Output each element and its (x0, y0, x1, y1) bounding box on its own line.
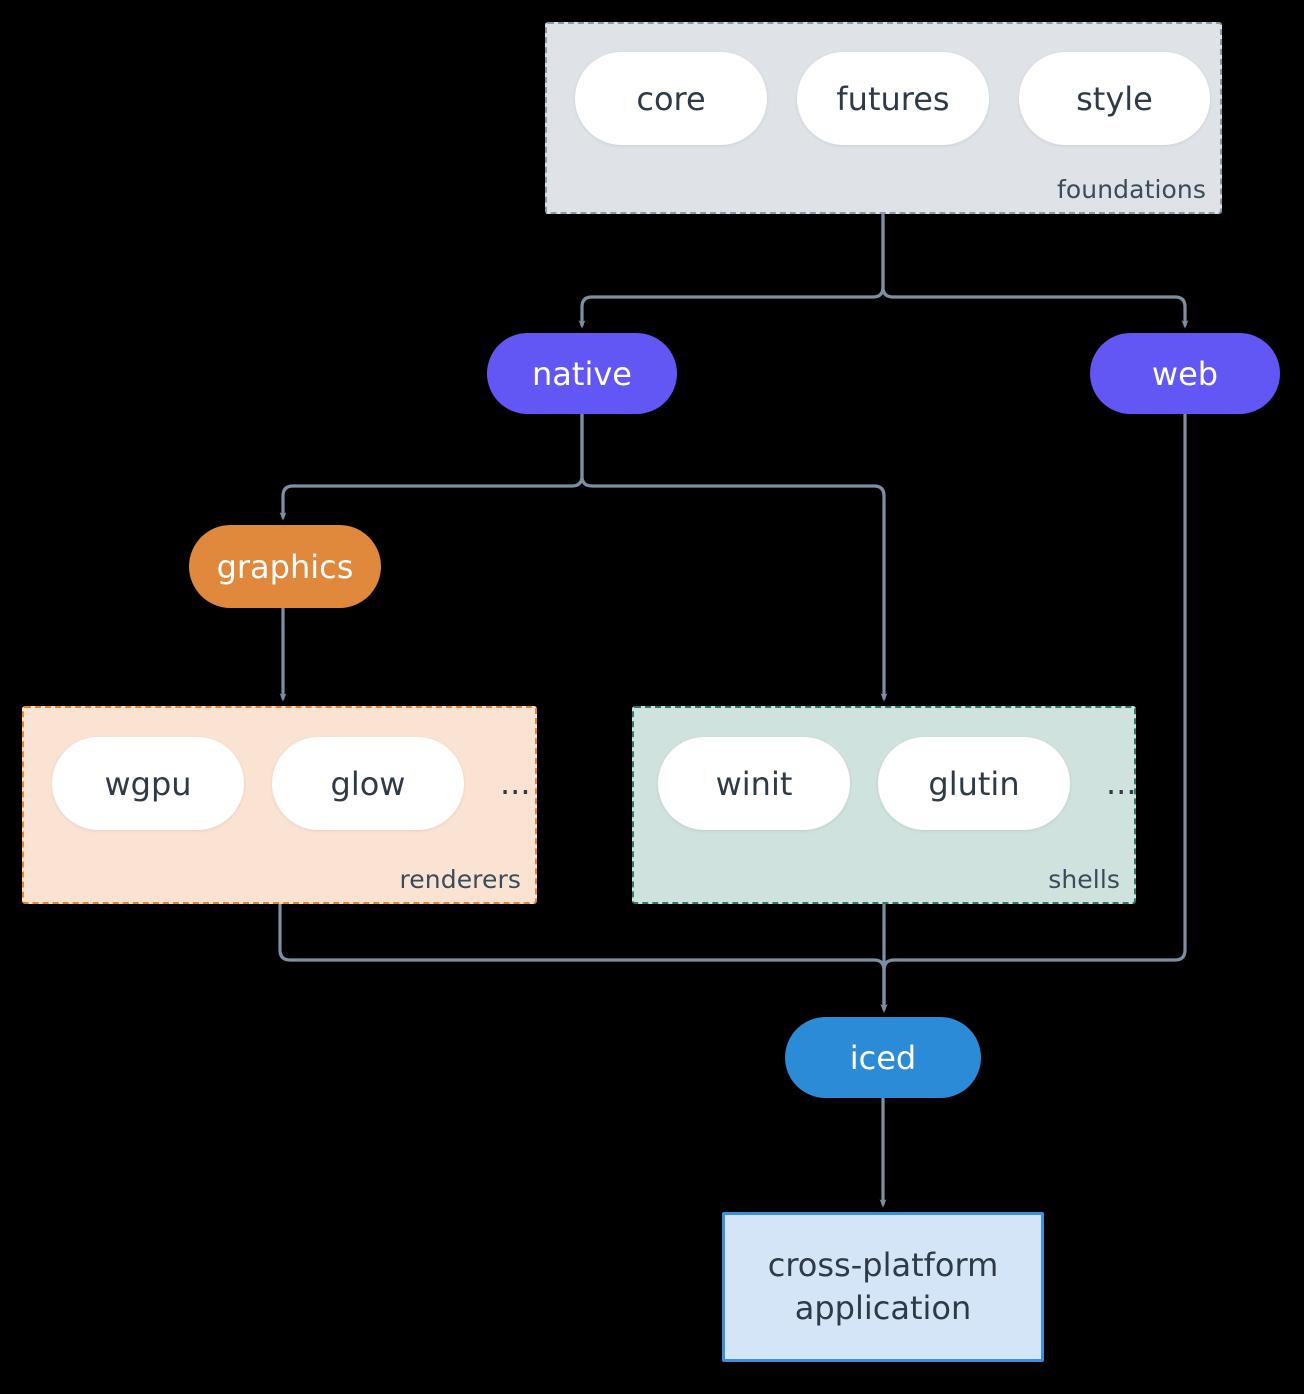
group-foundations: core futures style foundations (545, 22, 1222, 214)
node-web[interactable]: web (1090, 333, 1280, 414)
group-renderers: wgpu glow ... renderers (22, 706, 537, 904)
node-wgpu[interactable]: wgpu (52, 737, 244, 830)
group-label-renderers: renderers (399, 865, 521, 894)
foundations-items: core futures style (575, 52, 1210, 145)
node-graphics[interactable]: graphics (189, 525, 381, 608)
shells-items: winit glutin ... (658, 737, 1137, 830)
node-winit[interactable]: winit (658, 737, 850, 830)
node-glutin[interactable]: glutin (878, 737, 1070, 830)
node-style[interactable]: style (1019, 52, 1210, 145)
renderers-more-ellipsis: ... (500, 763, 531, 802)
edge-native-shells (580, 412, 888, 702)
application-line-1: cross-platform (767, 1245, 999, 1284)
node-native[interactable]: native (487, 333, 677, 414)
edge-native-graphics (279, 412, 584, 521)
group-shells: winit glutin ... shells (632, 706, 1137, 904)
group-label-shells: shells (1048, 865, 1120, 894)
node-cross-platform-application[interactable]: cross-platform application (722, 1212, 1044, 1362)
edge-renderers-iced (278, 902, 888, 1013)
node-glow[interactable]: glow (272, 737, 464, 830)
application-line-2: application (794, 1289, 972, 1327)
shells-more-ellipsis: ... (1106, 763, 1137, 802)
node-iced[interactable]: iced (785, 1017, 981, 1098)
node-futures[interactable]: futures (797, 52, 989, 145)
node-core[interactable]: core (575, 52, 767, 145)
edge-foundations-web (881, 212, 1189, 329)
renderers-items: wgpu glow ... (52, 737, 531, 830)
edge-foundations-native (578, 212, 885, 329)
group-label-foundations: foundations (1057, 175, 1206, 204)
